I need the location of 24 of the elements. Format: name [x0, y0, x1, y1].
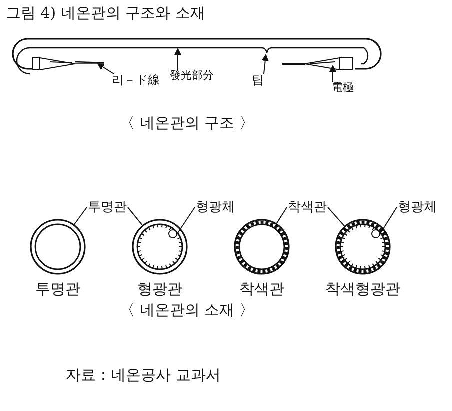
tube-type-label: 투명관: [34, 282, 82, 297]
leader-line: [73, 207, 88, 226]
tube-type-label: 형광관: [136, 282, 184, 297]
leader-line: [262, 54, 269, 74]
part-label: 투명관: [88, 201, 127, 214]
part-label: 착색관: [288, 201, 327, 214]
part-label: 發光部分: [170, 70, 214, 81]
figure-caption: 〈 네온관의 소재 〉: [120, 303, 254, 318]
leader-line: [128, 207, 144, 227]
part-label: 형광체: [196, 201, 235, 214]
leader-line: [330, 65, 336, 82]
leader-line: [97, 63, 114, 74]
source-note: 자료：네온공사 교과서: [66, 368, 221, 383]
part-label: 형광체: [398, 201, 437, 214]
part-label: 팁: [252, 74, 264, 86]
tube-type-label: 착색관: [238, 282, 286, 297]
figure-title: 그림 4) 네온관의 구조와 소재: [6, 6, 206, 21]
leader-line: [276, 207, 288, 225]
leader-line: [328, 207, 346, 228]
part-label: 電極: [332, 82, 354, 93]
part-label: 리－ド線: [112, 74, 160, 86]
leader-line: [174, 48, 182, 70]
tube-type-label: 착색형광관: [324, 282, 402, 297]
figure-caption: 〈 네온관의 구조 〉: [120, 116, 254, 131]
